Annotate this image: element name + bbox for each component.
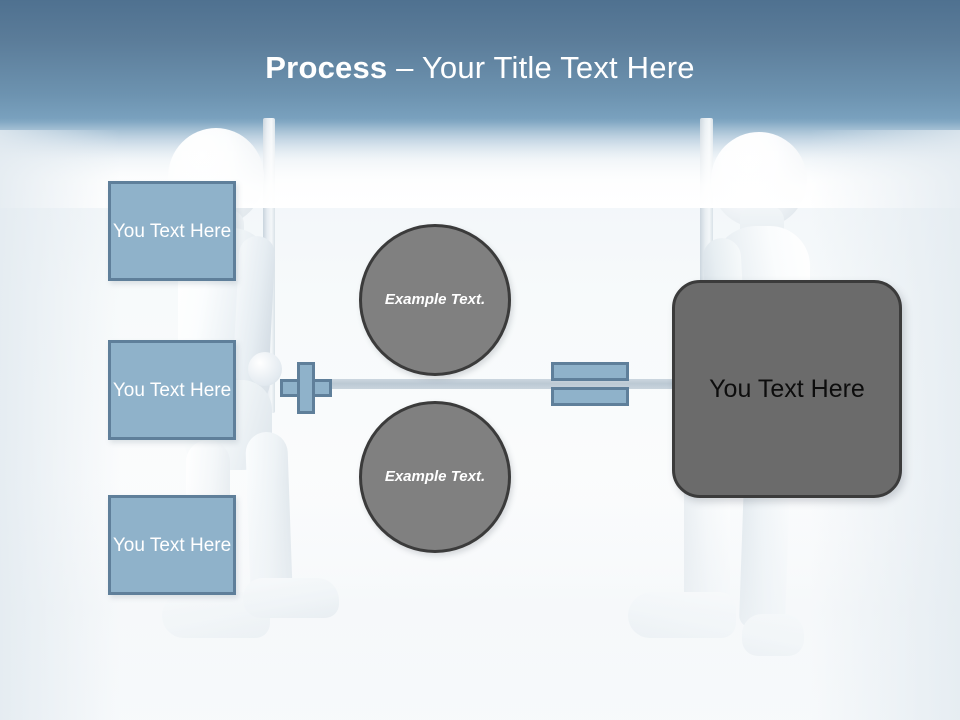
example-circle-1-label: Example Text. (384, 291, 486, 308)
input-box-2[interactable]: You Text Here (108, 340, 236, 440)
plus-operator-icon (280, 362, 332, 414)
slide-title-separator: – (387, 50, 422, 85)
connector-line (330, 379, 680, 389)
input-box-2-label: You Text Here (112, 379, 232, 401)
input-box-1[interactable]: You Text Here (108, 181, 236, 281)
slide-title-bold: Process (265, 50, 388, 85)
plus-center-fill (300, 382, 312, 394)
input-box-3-label: You Text Here (112, 534, 232, 556)
slide-title-regular: Your Title Text Here (421, 50, 695, 85)
example-circle-2-label: Example Text. (384, 468, 486, 485)
equals-operator-bar-bottom (551, 387, 629, 406)
example-circle-2[interactable]: Example Text. (359, 401, 511, 553)
slide-title: Process – Your Title Text Here (0, 48, 960, 88)
input-box-3[interactable]: You Text Here (108, 495, 236, 595)
result-box-label: You Text Here (709, 375, 865, 403)
input-box-1-label: You Text Here (112, 220, 232, 242)
result-box[interactable]: You Text Here (672, 280, 902, 498)
example-circle-1[interactable]: Example Text. (359, 224, 511, 376)
equals-operator-bar-top (551, 362, 629, 381)
